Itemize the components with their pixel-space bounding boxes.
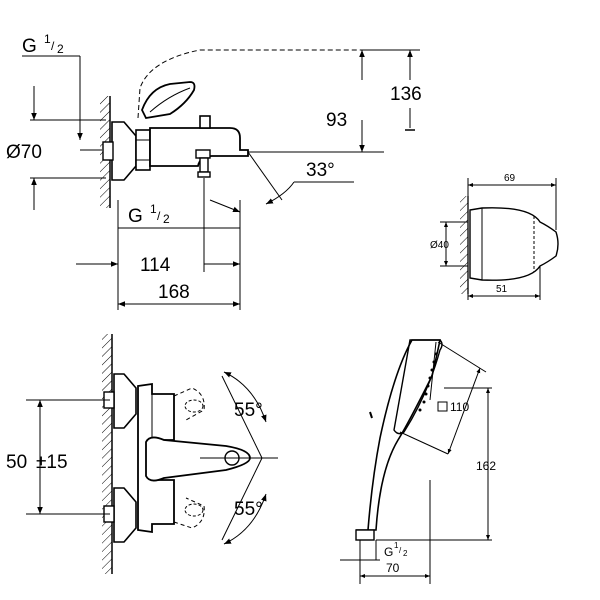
thread-label: G — [22, 36, 37, 57]
wall-rosette — [111, 121, 137, 181]
shower-handle — [356, 339, 441, 531]
dim-93: 93 — [326, 110, 347, 131]
thread2-den: 2 — [163, 212, 170, 226]
lever-handle — [141, 81, 196, 119]
dim-50: 50 — [6, 452, 27, 473]
mixer-body — [149, 127, 249, 167]
svg-text:/: / — [51, 39, 55, 53]
angle-55-top: 55° — [234, 400, 263, 421]
dim-51: 51 — [496, 284, 508, 295]
dim-168: 168 — [158, 282, 190, 303]
side-view — [22, 49, 420, 310]
side-view-labels: G 1 / 2 Ø70 93 136 33° G 1 / 2 114 168 — [6, 32, 422, 303]
connector-nut — [135, 129, 151, 171]
thread2-num: 1 — [150, 202, 157, 216]
front-labels: 50 ±15 55° 55° — [6, 400, 263, 520]
dim-dia70: Ø70 — [6, 142, 42, 163]
thread-num: 1 — [44, 32, 51, 46]
dim-69: 69 — [504, 173, 516, 184]
svg-text:/: / — [399, 546, 402, 555]
shower-labels: 110 162 G 1 / 2 70 — [384, 400, 496, 575]
thread2-label: G — [128, 206, 143, 227]
dim-50-tol: ±15 — [36, 452, 68, 473]
svg-text:/: / — [157, 209, 161, 223]
dim-162: 162 — [476, 459, 496, 473]
angle-55-bottom: 55° — [234, 499, 263, 520]
holder-body — [469, 207, 559, 281]
front-view — [26, 334, 278, 574]
shower-view — [340, 339, 492, 584]
dim-70-shower: 70 — [386, 561, 400, 575]
shower-thread-num: 1 — [394, 541, 399, 550]
holder-view — [440, 178, 559, 300]
spout-outlet — [195, 149, 211, 159]
thread-den: 2 — [57, 42, 64, 56]
angle-33: 33° — [306, 160, 335, 181]
shower-thread-den: 2 — [403, 549, 408, 558]
shower-thread-label: G — [384, 545, 393, 559]
dim-136: 136 — [390, 84, 422, 105]
holder-labels: 69 Ø40 51 — [430, 173, 516, 295]
dim-110: 110 — [450, 400, 469, 414]
nozzle-dots — [418, 352, 438, 412]
dim-114: 114 — [140, 255, 171, 276]
dim-40: Ø40 — [430, 240, 449, 251]
